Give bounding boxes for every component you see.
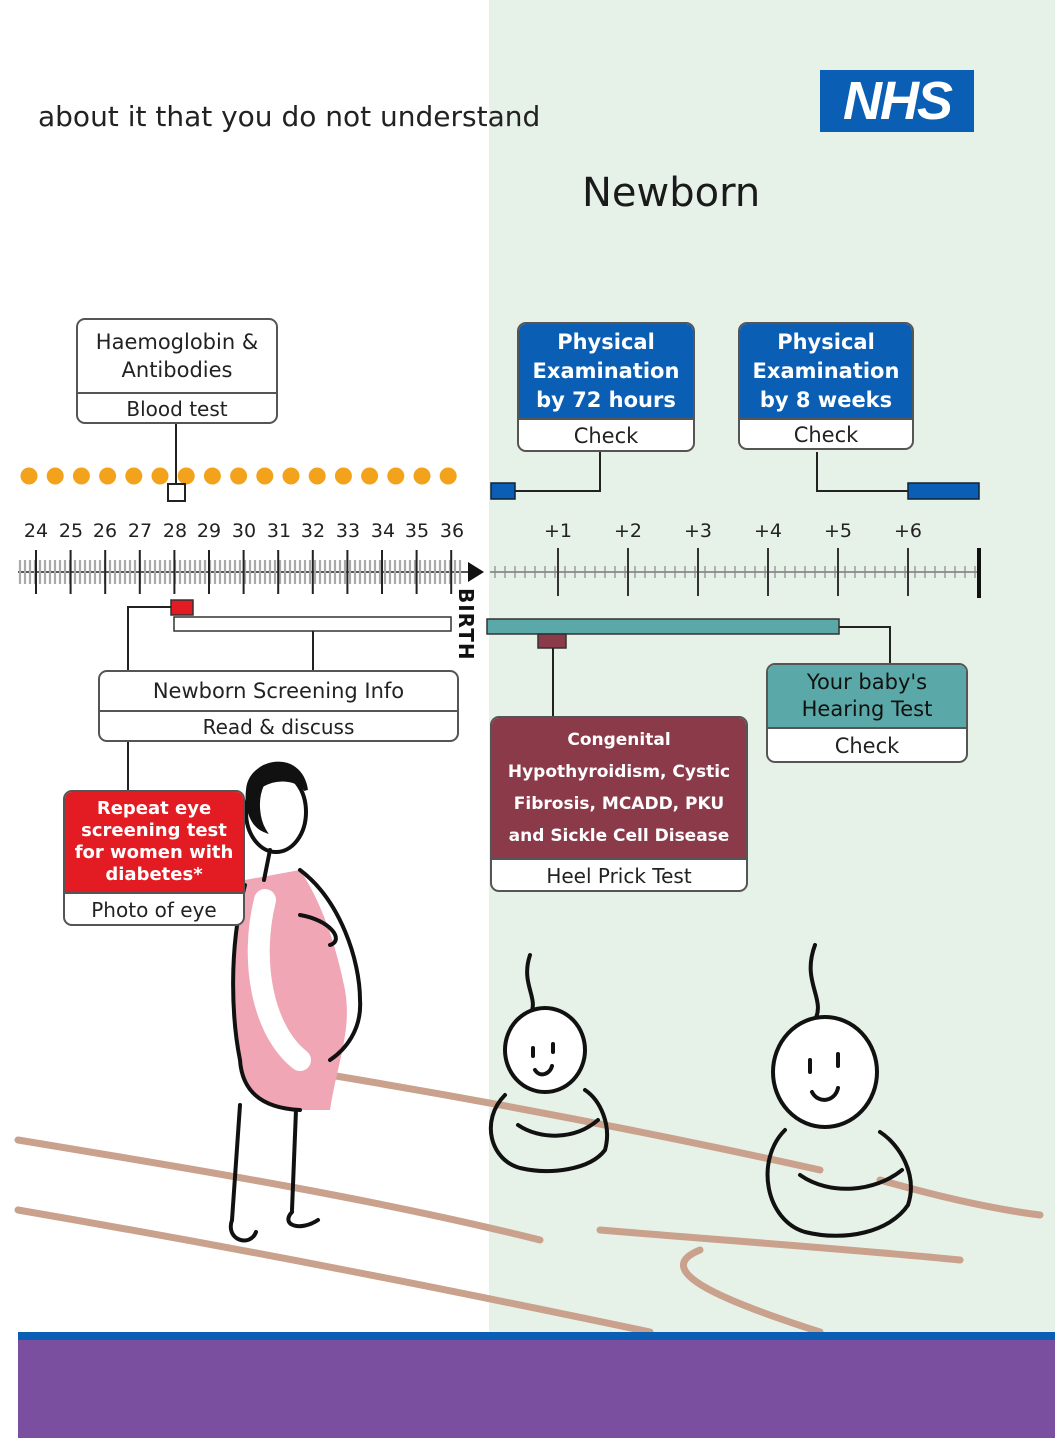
timeline-ruler — [18, 548, 979, 596]
phys72-bar — [490, 482, 516, 500]
week-label: 34 — [370, 520, 396, 542]
pregnancy-dot — [361, 467, 379, 485]
week-label: 27 — [127, 520, 153, 542]
pregnancy-dot — [125, 467, 143, 485]
pregnancy-dot — [177, 467, 195, 485]
pregnancy-dot — [439, 467, 457, 485]
phys8-bar — [907, 482, 980, 500]
phys72-connector — [515, 452, 601, 492]
week-label: 30 — [231, 520, 257, 542]
pregnancy-dot — [46, 467, 64, 485]
newborn-info-type: Read & discuss — [100, 710, 457, 740]
pregnancy-dot — [151, 467, 169, 485]
pregnancy-dot — [282, 467, 300, 485]
nhs-logo: NHS — [820, 70, 974, 132]
newborn-screening-info-box: Newborn Screening Info Read & discuss — [98, 670, 459, 742]
week-label: 24 — [23, 520, 49, 542]
pregnancy-dot — [256, 467, 274, 485]
pregnancy-dot — [72, 467, 90, 485]
pregnancy-dot — [230, 467, 248, 485]
hearing-type: Check — [768, 727, 966, 761]
haemoglobin-title: Haemoglobin & Antibodies — [95, 330, 259, 382]
pregnancy-dot — [308, 467, 326, 485]
pregnancy-dot — [99, 467, 117, 485]
heel-marker — [537, 633, 567, 649]
footer-blue-line — [18, 1332, 1055, 1340]
week-label: 35 — [404, 520, 430, 542]
week-label: 29 — [196, 520, 222, 542]
week-label: 26 — [92, 520, 118, 542]
hearing-test-box: Your baby's Hearing Test Check — [766, 663, 968, 763]
eye-type: Photo of eye — [65, 892, 243, 924]
hearing-bar — [486, 618, 840, 635]
haemoglobin-test-box: Haemoglobin & Antibodies Blood test — [76, 318, 278, 424]
birth-label: BIRTH — [454, 588, 478, 661]
week-label: 28 — [162, 520, 188, 542]
postnatal-week-label: +3 — [683, 520, 712, 542]
postnatal-week-label: +1 — [543, 520, 572, 542]
phys72-title: Physical Examination by 72 hours — [519, 324, 693, 418]
footer-purple-band — [18, 1340, 1055, 1438]
pregnant-woman-illustration — [228, 761, 363, 1243]
eye-connector-top — [127, 606, 171, 670]
birth-arrow — [468, 562, 484, 582]
heel-prick-test-box: Congenital Hypothyroidism, Cystic Fibros… — [490, 716, 748, 892]
phys72-type: Check — [519, 418, 693, 450]
intro-text: about it that you do not understand — [38, 100, 541, 133]
postnatal-week-label: +5 — [823, 520, 852, 542]
postnatal-week-label: +2 — [613, 520, 642, 542]
eye-marker — [170, 599, 194, 616]
baby-illustration-left — [488, 953, 610, 1173]
week-label: 31 — [266, 520, 292, 542]
heel-type: Heel Prick Test — [492, 858, 746, 890]
week-label: 36 — [439, 520, 465, 542]
pregnancy-dot — [203, 467, 221, 485]
hearing-connector — [839, 626, 891, 663]
physical-exam-72h-box: Physical Examination by 72 hours Check — [517, 322, 695, 452]
phys8-title: Physical Examination by 8 weeks — [740, 324, 912, 418]
floor-stripes — [14, 1071, 1044, 1336]
week-label: 33 — [335, 520, 361, 542]
pregnancy-dot — [387, 467, 405, 485]
eye-screening-box: Repeat eye screening test for women with… — [63, 790, 245, 926]
phys8-type: Check — [740, 418, 912, 448]
physical-exam-8w-box: Physical Examination by 8 weeks Check — [738, 322, 914, 450]
phys8-connector — [816, 452, 908, 492]
heel-title: Congenital Hypothyroidism, Cystic Fibros… — [492, 718, 746, 858]
eye-title: Repeat eye screening test for women with… — [65, 792, 243, 892]
postnatal-week-label: +6 — [893, 520, 922, 542]
postnatal-week-label: +4 — [753, 520, 782, 542]
baby-illustration-right — [765, 943, 913, 1238]
pregnancy-dot — [20, 467, 38, 485]
newborn-info-bar — [173, 616, 452, 632]
pregnancy-dots — [20, 467, 457, 485]
newborn-info-title: Newborn Screening Info — [152, 679, 405, 703]
pregnancy-dot — [413, 467, 431, 485]
haemoglobin-type: Blood test — [78, 392, 276, 422]
week-label: 25 — [58, 520, 84, 542]
week-label: 32 — [300, 520, 326, 542]
week28-marker — [167, 483, 186, 502]
pregnancy-dot — [334, 467, 352, 485]
section-title: Newborn — [582, 170, 761, 216]
hearing-title: Your baby's Hearing Test — [768, 665, 966, 727]
